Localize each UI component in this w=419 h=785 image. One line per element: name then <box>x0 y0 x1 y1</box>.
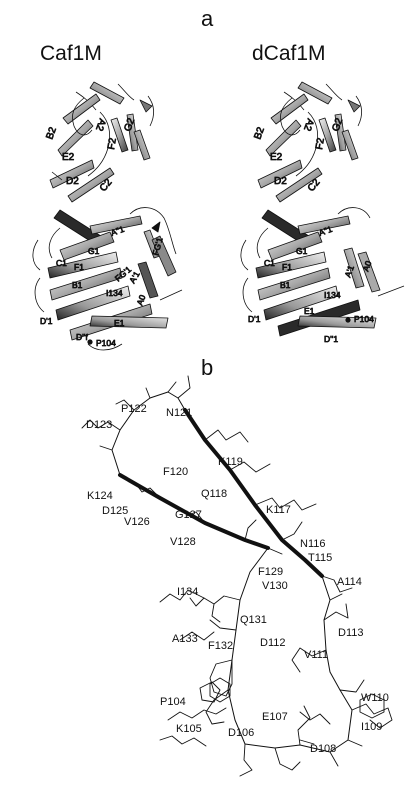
caf1m-label-P104: P104 <box>96 338 116 348</box>
residue-labels: P122 N121 D123 K119 F120 Q118 K117 K124 … <box>86 403 389 755</box>
dcaf1m-label-A1: A'1 <box>342 264 356 279</box>
dcaf1m-label-A2: A2 <box>301 117 316 133</box>
panel-label-a: a <box>201 6 214 31</box>
dcaf1m-label-C1: C1 <box>264 258 275 268</box>
residue-F132: F132 <box>208 640 233 652</box>
residue-P122: P122 <box>121 403 147 415</box>
residue-V111: V111 <box>304 649 328 661</box>
caf1m-title: Caf1M <box>40 42 102 65</box>
residue-K124: K124 <box>87 490 113 502</box>
dcaf1m-label-B2: B2 <box>252 125 267 141</box>
caf1m-label-C1: C1 <box>56 258 67 268</box>
caf1m-label-F1: F1 <box>74 262 84 272</box>
p104-ring <box>199 681 221 703</box>
residue-D112: D112 <box>260 637 285 649</box>
residue-D113: D113 <box>338 627 363 639</box>
dcaf1m-label-E2: E2 <box>270 152 283 163</box>
caf1m-label-F2: F2 <box>106 137 119 151</box>
residue-N116: N116 <box>300 538 325 550</box>
panel-label-b: b <box>201 355 214 380</box>
caf1m-label-I134: I134 <box>106 288 123 298</box>
dcaf1m-label-D1b: D''1 <box>324 334 338 344</box>
caf1m-label-Df: D''f <box>76 332 88 342</box>
caf1m-label-B1: B1 <box>72 280 83 290</box>
caf1m-label-G1: G1 <box>88 246 100 256</box>
caf1m-label-G2: G2 <box>122 116 137 133</box>
dcaf1m-label-F1: F1 <box>282 262 292 272</box>
dcaf1m-label-B1: B1 <box>280 280 291 290</box>
f132-ring <box>209 677 231 703</box>
residue-N121: N121 <box>166 407 192 419</box>
dcaf1m-label-D2: D2 <box>274 176 287 187</box>
caf1m-ribbon-structure: B2 A2 F2 G2 E2 D2 C2 <box>32 81 183 351</box>
side-chains <box>81 375 393 777</box>
caf1m-domain-2: B2 A2 F2 G2 E2 D2 C2 <box>44 81 154 203</box>
dcaf1m-label-G2: G2 <box>330 116 345 133</box>
residue-F129: F129 <box>258 566 283 578</box>
dcaf1m-domain-1: A''1 G1 C1 F1 B1 A'1 A0 I134 D'1 E1 P104… <box>240 207 405 344</box>
caf1m-label-E2: E2 <box>62 152 75 163</box>
residue-K119: K119 <box>218 456 243 468</box>
residue-K117: K117 <box>266 504 291 516</box>
caf1m-label-E1: E1 <box>114 318 125 328</box>
residue-V126: V126 <box>124 516 150 528</box>
dcaf1m-title: dCaf1M <box>252 42 326 65</box>
residue-I134: I134 <box>177 586 198 598</box>
residue-E107: E107 <box>262 711 288 723</box>
dcaf1m-label-D1: D'1 <box>248 314 261 324</box>
dcaf1m-label-P104: P104 <box>354 314 374 324</box>
residue-T115: T115 <box>308 552 332 564</box>
residue-V130: V130 <box>262 580 288 592</box>
residue-A133: A133 <box>172 633 198 645</box>
dcaf1m-label-G1: G1 <box>296 246 308 256</box>
caf1m-label-B2: B2 <box>44 125 59 141</box>
dcaf1m-domain-2: B2 A2 F2 G2 E2 D2 C2 <box>252 81 362 203</box>
caf1m-label-D1: D'1 <box>40 316 53 326</box>
dcaf1m-label-A1a: A''1 <box>317 224 333 238</box>
dcaf1m-ribbon-structure: B2 A2 F2 G2 E2 D2 C2 A''1 G1 <box>240 81 405 344</box>
caf1m-label-A1a: A''1 <box>109 224 125 238</box>
caf1m-label-D2: D2 <box>66 176 79 187</box>
residue-Q118: Q118 <box>201 488 227 500</box>
residue-D106: D106 <box>228 727 254 739</box>
residue-G127: G127 <box>175 509 202 521</box>
dcaf1m-label-I134: I134 <box>324 290 341 300</box>
dcaf1m-label-F2: F2 <box>314 137 327 151</box>
residue-W110: W110 <box>361 692 389 704</box>
residue-D123: D123 <box>86 419 112 431</box>
caf1m-domain-1: A''1 FG'1 G1 C1 F1 B1 FG'1 A'1 I134 A0 D… <box>32 207 183 351</box>
residue-Q131: Q131 <box>240 614 267 626</box>
residue-D108: D108 <box>310 743 336 755</box>
w110-ring <box>359 693 385 719</box>
residue-I109: I109 <box>361 721 382 733</box>
residue-F120: F120 <box>163 466 188 478</box>
caf1m-label-A2: A2 <box>93 117 108 133</box>
residue-K105: K105 <box>176 723 202 735</box>
dcaf1m-label-E1: E1 <box>304 306 315 316</box>
residue-stick-model <box>81 375 393 777</box>
residue-A114: A114 <box>337 576 362 588</box>
residue-P104: P104 <box>160 696 186 708</box>
residue-D125: D125 <box>102 505 128 517</box>
dcaf1m-label-A0: A0 <box>360 259 373 272</box>
residue-V128: V128 <box>170 536 196 548</box>
caf1m-label-A0: A0 <box>134 293 147 306</box>
